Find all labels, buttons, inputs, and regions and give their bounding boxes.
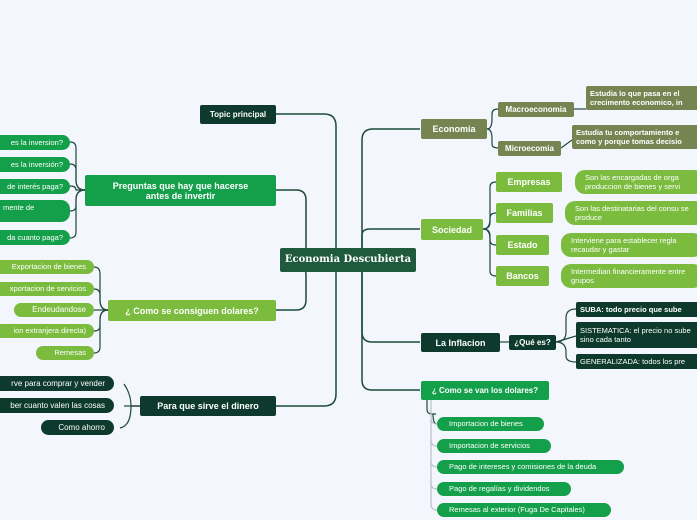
sociedad-node[interactable]: Sociedad bbox=[421, 219, 483, 240]
familias-node[interactable]: Familias bbox=[496, 203, 553, 223]
economia-node[interactable]: Economia bbox=[421, 119, 487, 139]
central-topic[interactable]: Economia Descubierta bbox=[280, 248, 416, 272]
inflacion-generalizada[interactable]: GENERALIZADA: todos los pre bbox=[576, 354, 697, 369]
se-van-item-4[interactable]: Pago de regalías y dividendos bbox=[437, 482, 571, 496]
se-van-item-3[interactable]: Pago de intereses y comisiones de la deu… bbox=[437, 460, 624, 474]
inflacion-node[interactable]: La Inflacion bbox=[421, 333, 500, 352]
pregunta-4[interactable]: mente de bbox=[0, 200, 70, 222]
pregunta-3[interactable]: de interés paga? bbox=[0, 179, 70, 194]
bancos-node[interactable]: Bancos bbox=[496, 266, 549, 286]
se-van-item-5[interactable]: Remesas al exterior (Fuga De Capitales) bbox=[437, 503, 611, 517]
preguntas-node[interactable]: Preguntas que hay que hacerse antes de i… bbox=[85, 175, 276, 206]
como-se-consiguen-node[interactable]: ¿ Como se consiguen dolares? bbox=[108, 300, 276, 321]
consiguen-item-3[interactable]: Endeudandose bbox=[14, 303, 94, 317]
estado-description[interactable]: Interviene para establecer regla recauda… bbox=[561, 233, 697, 257]
pregunta-1[interactable]: es la inversion? bbox=[0, 135, 70, 150]
empresas-description[interactable]: Son las encargadas de orga produccion de… bbox=[575, 170, 697, 194]
microeconomia-node[interactable]: Microecomia bbox=[498, 141, 561, 156]
estado-node[interactable]: Estado bbox=[496, 235, 549, 255]
como-se-van-node[interactable]: ¿ Como se van los dolares? bbox=[421, 381, 549, 400]
bancos-description[interactable]: Intermedian financieramente entre grupos bbox=[561, 264, 697, 288]
inflacion-suba[interactable]: SUBA: todo precio que sube bbox=[576, 302, 697, 317]
empresas-node[interactable]: Empresas bbox=[496, 172, 562, 192]
dinero-item-3[interactable]: Como ahorro bbox=[41, 420, 114, 435]
para-que-sirve-node[interactable]: Para que sirve el dinero bbox=[140, 396, 276, 416]
dinero-item-1[interactable]: rve para comprar y vender bbox=[0, 376, 114, 391]
consiguen-item-1[interactable]: Exportacion de bienes bbox=[0, 260, 94, 274]
consiguen-item-4[interactable]: ion extranjera directa) bbox=[0, 324, 94, 338]
que-es-node[interactable]: ¿Qué es? bbox=[509, 335, 556, 350]
topic-principal-node[interactable]: Topic principal bbox=[200, 105, 276, 124]
familias-description[interactable]: Son las destinatarias del consu se produ… bbox=[565, 201, 697, 225]
consiguen-item-2[interactable]: xportacion de servicios bbox=[0, 282, 94, 296]
pregunta-5[interactable]: da cuanto paga? bbox=[0, 230, 70, 245]
macroeconomia-description[interactable]: Estudia lo que pasa en el crecimento eco… bbox=[586, 86, 697, 110]
se-van-item-2[interactable]: Importacion de servicios bbox=[437, 439, 551, 453]
se-van-item-1[interactable]: Importacion de bienes bbox=[437, 417, 544, 431]
pregunta-2[interactable]: es la inversión? bbox=[0, 157, 70, 172]
microeconomia-description[interactable]: Estudia tu comportamiento e como y porqu… bbox=[572, 125, 697, 149]
inflacion-sistematica[interactable]: SISTEMATICA: el precio no sube sino cada… bbox=[576, 322, 697, 348]
consiguen-item-5[interactable]: Remesas bbox=[36, 346, 94, 360]
macroeconomia-node[interactable]: Macroeconomia bbox=[498, 102, 574, 117]
dinero-item-2[interactable]: ber cuanto valen las cosas bbox=[0, 398, 114, 413]
